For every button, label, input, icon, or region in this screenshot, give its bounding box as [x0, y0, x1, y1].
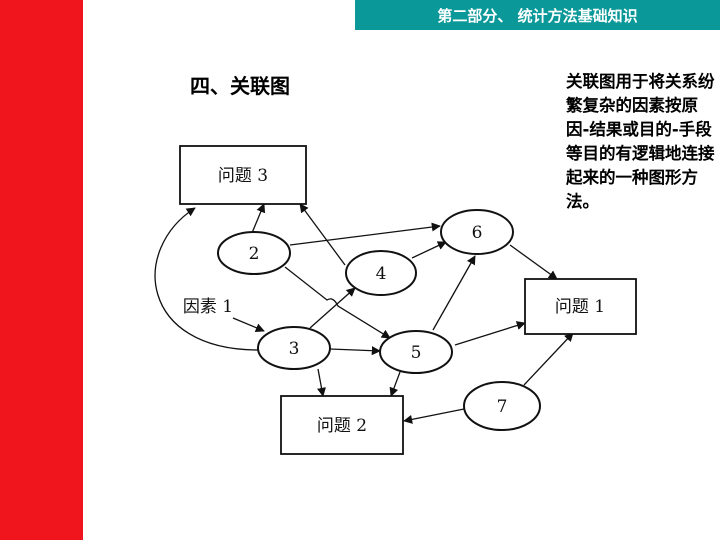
edge-4-6: [411, 241, 447, 259]
edge-6-problem1: [509, 244, 558, 280]
node-3-label: 3: [289, 339, 300, 359]
edge-4-problem3: [299, 203, 346, 266]
node-5-label: 5: [411, 343, 422, 363]
node-factor1-label: 因素 1: [183, 297, 233, 317]
node-7-label: 7: [497, 397, 508, 417]
node-problem1: 问题 1: [524, 278, 637, 335]
node-problem2: 问题 2: [280, 395, 404, 455]
edge-factor1-3: [232, 317, 265, 333]
edge-3-4: [309, 287, 356, 329]
node-4-label: 4: [376, 264, 387, 284]
node-problem2-label: 问题 2: [317, 416, 367, 436]
node-6: 6: [440, 209, 514, 255]
edge-2-6: [289, 222, 441, 246]
node-4: 4: [345, 250, 417, 296]
node-6-label: 6: [472, 223, 483, 243]
node-problem1-label: 问题 1: [555, 297, 605, 317]
node-2: 2: [217, 231, 291, 275]
edges: [154, 203, 574, 424]
edge-2-problem3: [251, 203, 266, 234]
edge-3-5: [329, 346, 381, 356]
edge-7-problem1: [523, 332, 574, 386]
edge-5-problem1: [454, 321, 526, 346]
header-bar: 第二部分、 统计方法基础知识: [355, 0, 720, 30]
edge-5-problem2: [389, 371, 401, 397]
node-2-label: 2: [249, 244, 260, 264]
edge-3-problem2: [317, 368, 326, 397]
node-7: 7: [463, 381, 541, 431]
section-title: 四、关联图: [190, 74, 290, 98]
relation-diagram: 问题 3 问题 1 问题 2 因素 1 2 4 6 3 5 7: [154, 145, 637, 455]
description-text: 关联图用于将关系纷繁复杂的因素按原因-结果或目的-手段等目的有逻辑地连接起来的一…: [566, 72, 715, 211]
edge-2-5: [284, 266, 391, 339]
edge-3-problem3: [154, 207, 259, 351]
header-text: 第二部分、 统计方法基础知识: [437, 6, 638, 25]
left-accent-bar: [0, 0, 83, 540]
node-problem3-label: 问题 3: [218, 166, 268, 186]
node-problem3: 问题 3: [179, 145, 307, 205]
edge-5-6: [432, 255, 476, 331]
node-5: 5: [379, 330, 453, 374]
node-3: 3: [257, 326, 331, 370]
edge-7-problem2: [403, 408, 465, 424]
